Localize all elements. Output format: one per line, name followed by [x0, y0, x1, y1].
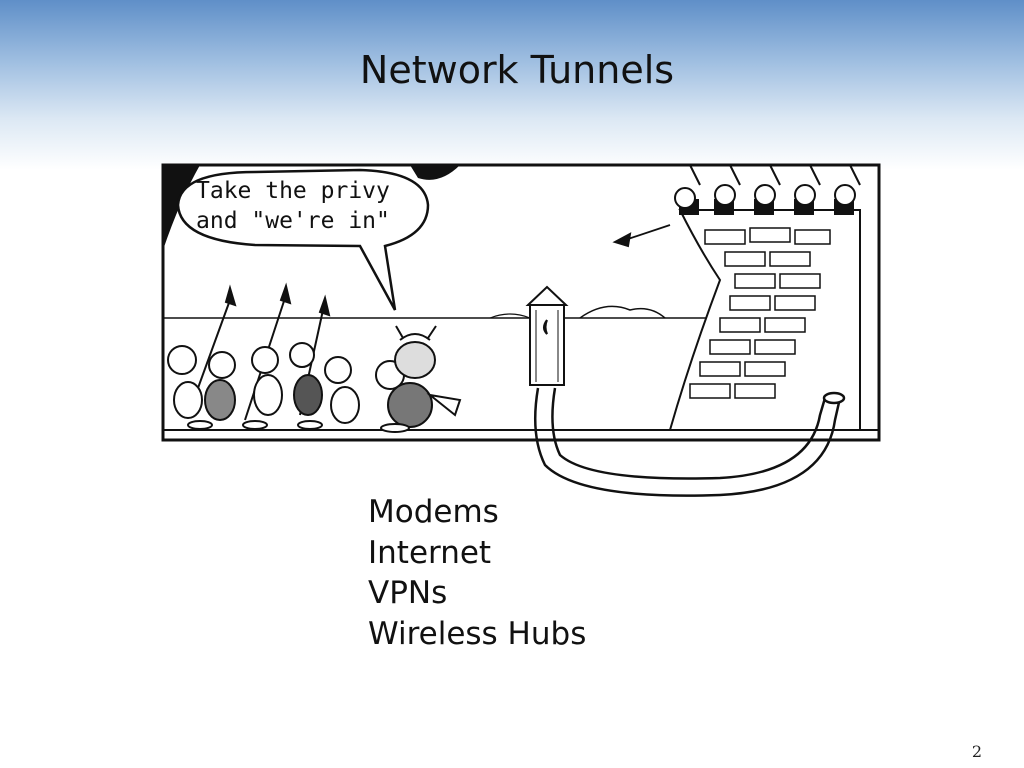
sky-shading-top	[410, 165, 460, 180]
bullet-list: Modems Internet VPNs Wireless Hubs	[368, 492, 586, 654]
viking-raiders	[167, 282, 462, 433]
outhouse	[525, 285, 569, 386]
crescent-moon-icon	[543, 319, 548, 335]
page-number: 2	[971, 742, 982, 761]
bullet-item-vpns: VPNs	[368, 575, 448, 611]
speech-bubble-line-1: Take the privy	[196, 178, 390, 204]
tunnel	[533, 387, 846, 497]
bullet-item-modems: Modems	[368, 494, 499, 530]
bullet-item-internet: Internet	[368, 534, 492, 571]
distant-hill	[579, 305, 666, 319]
cartoon-illustration: Take the privy and "we're in"	[161, 163, 881, 497]
speech-bubble: Take the privy and "we're in"	[176, 168, 430, 311]
speech-bubble-line-2: and "we're in"	[196, 208, 390, 234]
slide-title: Network Tunnels	[359, 48, 675, 92]
archers	[612, 164, 861, 248]
sky-shading-left	[163, 165, 200, 250]
castle-tower	[668, 199, 861, 431]
header-gradient-band	[0, 0, 1024, 170]
bullet-item-wireless-hubs: Wireless Hubs	[368, 615, 587, 652]
